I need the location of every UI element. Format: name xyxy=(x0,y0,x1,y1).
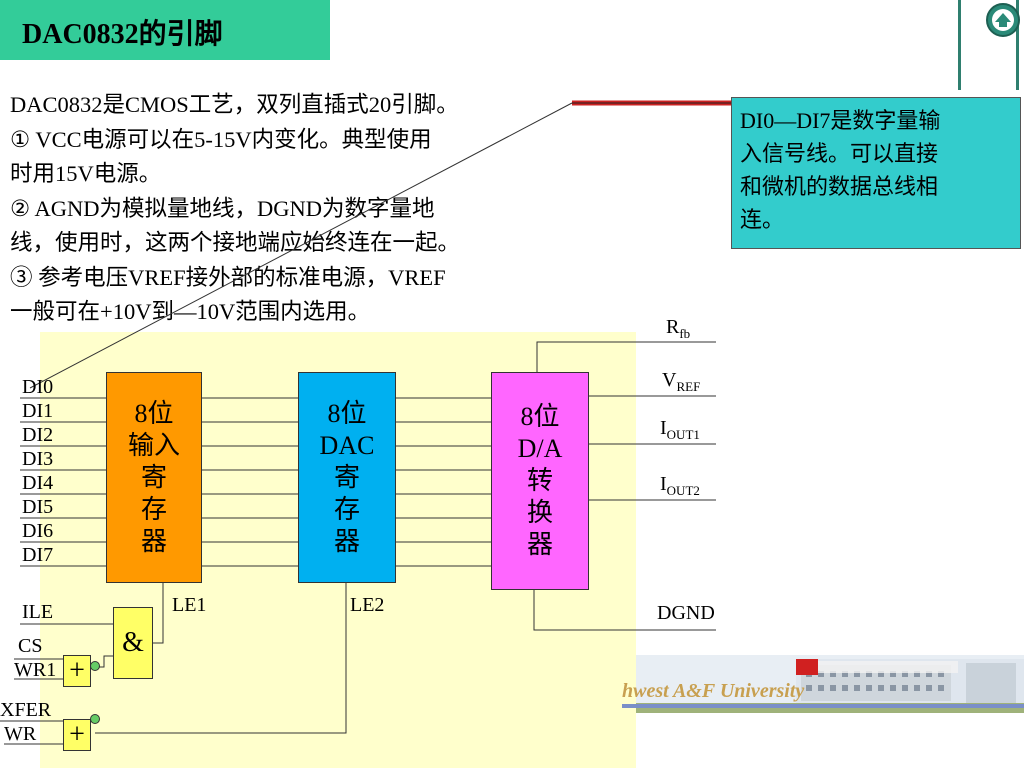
block-label: DAC xyxy=(319,430,375,460)
footer-band xyxy=(636,655,1024,713)
home-button[interactable] xyxy=(985,2,1021,38)
pin-label-ile: ILE xyxy=(22,601,54,623)
block-label: 存 xyxy=(140,494,167,524)
block-label: 器 xyxy=(140,526,167,556)
dac-register-block: 8位 DAC 寄 存 器 xyxy=(298,372,396,583)
pin-label-vref: VREF xyxy=(662,369,701,394)
block-label: 换 xyxy=(526,498,553,527)
pin-label-dgnd: DGND xyxy=(657,602,715,624)
text-line: DAC0832是CMOS工艺，双列直插式20引脚。 xyxy=(10,92,459,117)
and-gate: & xyxy=(113,607,153,679)
pin-label-le1: LE1 xyxy=(172,594,207,616)
main-text: DAC0832是CMOS工艺，双列直插式20引脚。 ① VCC电源可以在5-15… xyxy=(10,88,570,330)
pin-label-di1: DI1 xyxy=(22,400,54,422)
text-line: ③ 参考电压VREF接外部的标准电源，VREF xyxy=(10,264,446,290)
block-label: 8位 xyxy=(520,402,560,431)
home-arrow-icon xyxy=(986,3,1020,37)
pin-label-di3: DI3 xyxy=(22,448,54,470)
pin-label-xfer: XFER xyxy=(0,699,52,721)
pin-label-wr1: WR1 xyxy=(14,659,57,681)
block-label: 寄 xyxy=(140,462,167,492)
block-label: 转 xyxy=(526,466,553,495)
pin-label-iout1: IOUT1 xyxy=(660,417,700,442)
vertical-rule xyxy=(958,0,961,90)
inversion-bubble xyxy=(90,714,100,724)
pin-label-di2: DI2 xyxy=(22,424,54,446)
callout-line: 连。 xyxy=(740,207,785,232)
pin-label-di5: DI5 xyxy=(22,496,54,518)
callout-line: 入信号线。可以直接 xyxy=(740,141,939,166)
block-label: 存 xyxy=(333,494,360,524)
footer-rule xyxy=(622,704,1024,708)
text-line: 一般可在+10V到—10V范围内选用。 xyxy=(10,299,371,324)
or-gate-1: + xyxy=(63,655,91,687)
pin-label-iout2: IOUT2 xyxy=(660,473,700,498)
inversion-bubble xyxy=(90,661,100,671)
vertical-rule xyxy=(1016,0,1019,90)
pin-label-di7: DI7 xyxy=(22,544,54,566)
text-line: ② AGND为模拟量地线，DGND为数字量地 xyxy=(10,195,435,221)
or-gate-2: + xyxy=(63,719,91,751)
pin-label-di4: DI4 xyxy=(22,472,54,494)
college-building-image xyxy=(636,655,1024,713)
block-label: 8位 xyxy=(134,398,174,428)
block-label: 器 xyxy=(333,526,360,556)
slide-title: DAC0832的引脚 xyxy=(22,19,223,50)
da-converter-block: 8位 D/A 转 换 器 xyxy=(491,372,589,590)
text-line: ① VCC电源可以在5-15V内变化。典型使用 xyxy=(10,126,432,152)
block-label: 器 xyxy=(526,530,553,559)
block-label: 寄 xyxy=(333,462,360,492)
input-register-block: 8位 输入 寄 存 器 xyxy=(106,372,202,583)
pin-label-rfb: Rfb xyxy=(666,316,691,341)
pin-label-di0: DI0 xyxy=(22,376,54,398)
callout-box: DI0—DI7是数字量输 入信号线。可以直接 和微机的数据总线相 连。 xyxy=(731,97,1021,249)
block-label: 8位 xyxy=(327,398,367,428)
callout-line: 和微机的数据总线相 xyxy=(740,174,939,199)
title-box xyxy=(0,0,330,60)
text-line: 时用15V电源。 xyxy=(10,161,162,186)
text-line: 线，使用时，这两个接地端应始终连在一起。 xyxy=(10,230,461,255)
pin-label-wr: WR xyxy=(4,723,37,745)
pin-label-di6: DI6 xyxy=(22,520,54,542)
footer-university-text: hwest A&F University xyxy=(622,680,805,702)
block-label: 输入 xyxy=(127,430,180,460)
pin-label-cs: CS xyxy=(18,635,43,657)
callout-line: DI0—DI7是数字量输 xyxy=(740,108,941,133)
pin-label-le2: LE2 xyxy=(350,594,385,616)
block-label: D/A xyxy=(517,434,563,463)
